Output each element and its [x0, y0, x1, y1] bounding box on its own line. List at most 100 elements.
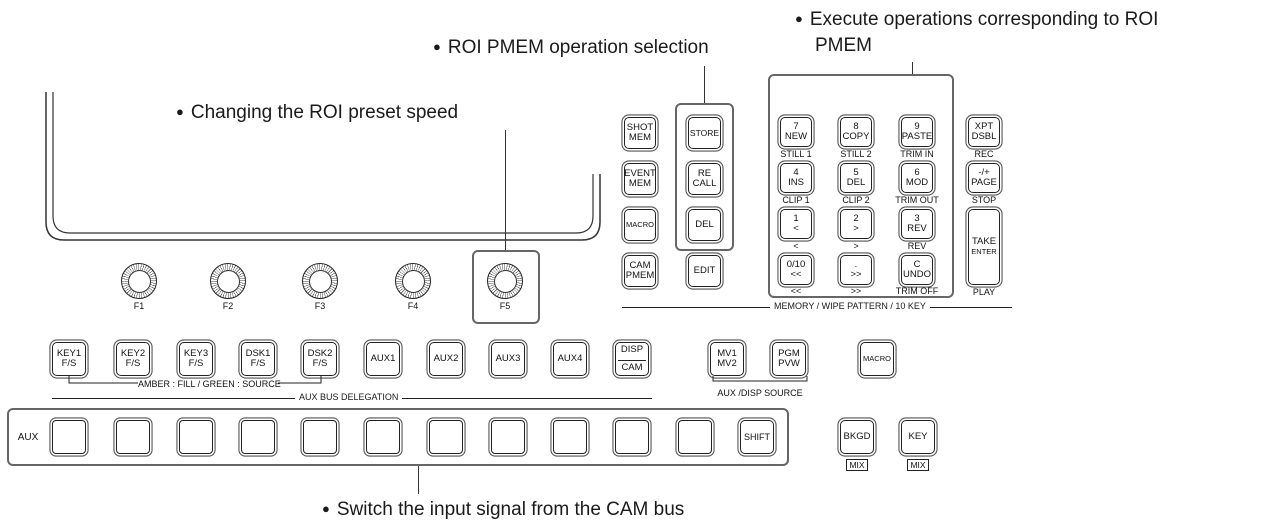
aux-bus-button-3[interactable]: [179, 420, 213, 454]
bullet-icon: ●: [176, 104, 184, 119]
recall-l1: RE: [697, 167, 712, 179]
aux-bus-button-1[interactable]: [52, 420, 86, 454]
keypad-8-sub: STILL 2: [840, 149, 872, 159]
amber-label: AMBER : FILL / GREEN : SOURCE: [138, 379, 281, 389]
aux-bus-button-8[interactable]: [491, 420, 525, 454]
k4-l2: INS: [788, 177, 804, 188]
k3-l2: REV: [907, 223, 927, 234]
store-button[interactable]: STORE: [688, 117, 721, 149]
del-button[interactable]: DEL: [688, 209, 721, 241]
dsk1-l1: DSK1: [245, 347, 271, 359]
aux-bus-button-4[interactable]: [241, 420, 275, 454]
k4-l1: 4: [793, 166, 799, 178]
xpt-dsbl-sub: REC: [974, 149, 994, 159]
aux-bus-button-6[interactable]: [366, 420, 400, 454]
aux-bus-button-10[interactable]: [615, 420, 649, 454]
macro-menu-l1: MACRO: [626, 219, 654, 229]
aux2-button[interactable]: AUX2: [429, 342, 463, 376]
aux-bus-button-5[interactable]: [303, 420, 337, 454]
callout-preset-speed: ●Changing the ROI preset speed: [176, 101, 458, 126]
keypad-dot-sub: >>: [850, 286, 862, 296]
bullet-icon: ●: [795, 11, 803, 26]
aux-delegation-label: AUX BUS DELEGATION: [295, 392, 403, 402]
recall-l2: CALL: [692, 178, 717, 189]
key3-l1: KEY3: [183, 347, 209, 359]
highlight-aux-row: [7, 408, 789, 466]
store-l1: STORE: [689, 127, 720, 138]
k1-l1: 1: [793, 212, 799, 224]
edit-l1: EDIT: [693, 264, 716, 276]
disp-l2: CAM: [618, 359, 646, 374]
dsk1-l2: F/S: [250, 358, 266, 369]
memory-section-label: MEMORY / WIPE PATTERN / 10 KEY: [770, 301, 930, 311]
knob-f3[interactable]: [302, 263, 338, 299]
key-l1: KEY: [908, 430, 928, 442]
mv-l2: MV2: [717, 358, 737, 369]
take-enter-sub: PLAY: [972, 287, 996, 297]
aux-bus-button-2[interactable]: [116, 420, 150, 454]
aux-disp-source-label: AUX /DISP SOURCE: [717, 388, 803, 398]
bkgd-l1: BKGD: [843, 430, 871, 442]
dsk2-l2: F/S: [312, 358, 328, 369]
highlight-f5: [472, 250, 540, 324]
bkgd-button[interactable]: BKGD: [840, 420, 874, 454]
k1-l2: <: [793, 223, 799, 234]
bullet-icon: ●: [322, 501, 330, 516]
dsk2-l1: DSK2: [307, 347, 333, 359]
aux4-button[interactable]: AUX4: [553, 342, 587, 376]
cam-pmem-l1: CAM: [629, 259, 651, 271]
key-button[interactable]: KEY: [901, 420, 935, 454]
page-button[interactable]: -/+PAGE: [968, 163, 1000, 193]
k0-l1: 0/10: [786, 258, 806, 270]
aux4-l1: AUX4: [557, 352, 583, 364]
knob-f5[interactable]: [487, 263, 523, 299]
shot-mem-l2: MEM: [628, 132, 652, 143]
shift-button[interactable]: SHIFT: [740, 420, 774, 454]
aux1-button[interactable]: AUX1: [366, 342, 400, 376]
key-mix-label: MIX: [901, 459, 935, 471]
edit-button[interactable]: EDIT: [688, 255, 721, 287]
aux-bus-button-11[interactable]: [678, 420, 712, 454]
highlight-roi-ops: [675, 103, 734, 251]
keypad-2[interactable]: 2>: [840, 209, 872, 239]
leader-switch-input: [418, 466, 419, 494]
k2-l1: 2: [853, 212, 859, 224]
knob-f4[interactable]: [395, 263, 431, 299]
aux-bus-button-9[interactable]: [553, 420, 587, 454]
keypad-dot[interactable]: .>>: [840, 255, 872, 285]
knob-f1[interactable]: [121, 263, 157, 299]
key-mix-text: MIX: [907, 459, 929, 471]
aux-bus-button-7[interactable]: [429, 420, 463, 454]
knob-f2[interactable]: [210, 263, 246, 299]
bkgd-mix-label: MIX: [840, 459, 874, 471]
macro-menu-button[interactable]: MACRO: [624, 209, 656, 241]
k8-l1: 8: [853, 120, 859, 132]
macro-button[interactable]: MACRO: [860, 342, 894, 376]
aux3-button[interactable]: AUX3: [491, 342, 525, 376]
keypad-1[interactable]: 1<: [780, 209, 812, 239]
keypad-0[interactable]: 0/10<<: [780, 255, 812, 285]
k8-l2: COPY: [842, 131, 870, 142]
